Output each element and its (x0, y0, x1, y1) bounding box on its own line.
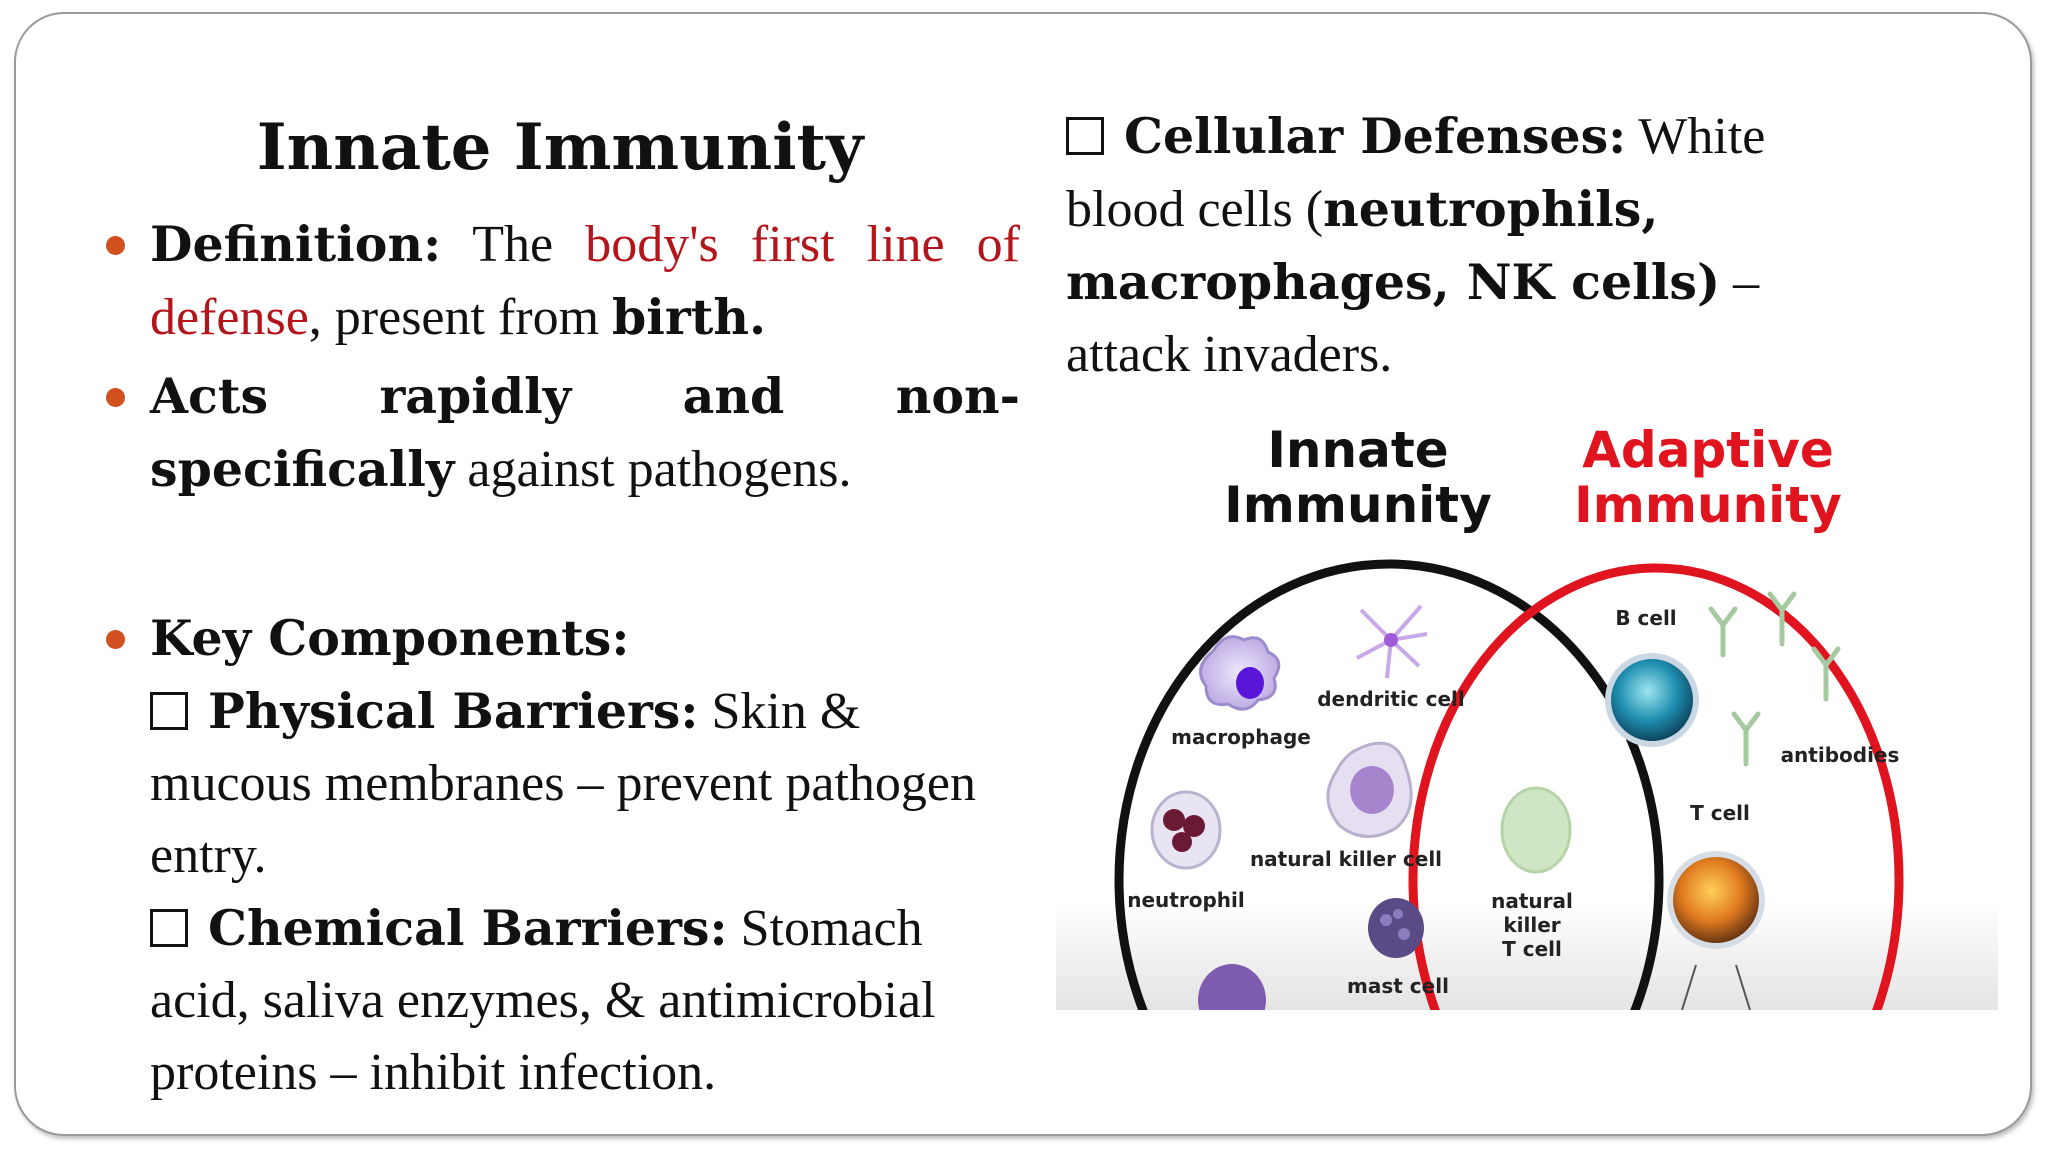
cellular-defenses: Cellular Defenses: White blood cells (ne… (1066, 100, 1896, 391)
innate-title-line2: Immunity (1224, 476, 1492, 534)
checkbox-icon (150, 909, 188, 947)
adaptive-circle (1408, 563, 1904, 1010)
bullet-dot (106, 630, 125, 649)
bullet-dot (106, 236, 125, 255)
cellular-text: White blood cells ( (1066, 108, 1766, 238)
venn-svg: Innate Immunity Adaptive Immunity macrop… (1056, 421, 1998, 1010)
adaptive-title-line2: Immunity (1574, 476, 1842, 534)
b-cell-icon (1605, 653, 1699, 747)
definition-text-2: , present from (308, 289, 613, 346)
definition-highlight: body's first line of defense (150, 216, 1020, 346)
slide-title: Innate Immunity (256, 110, 864, 185)
bullet-acts: Acts rapidly and non-specifically agains… (106, 360, 1020, 506)
nk-cell-label: natural killer cell (1250, 847, 1442, 871)
cellular-text-2: – attack invaders. (1066, 254, 1760, 383)
dendritic-cell-icon (1356, 604, 1428, 679)
partial-cell-icon (1198, 964, 1266, 1010)
bullet-definition: Definition: The body's first line of def… (106, 208, 1020, 354)
bullet-key-components: Key Components: Physical Barriers: Skin … (106, 602, 1020, 1109)
mast-cell-icon (1368, 898, 1424, 958)
t-cell-label: T cell (1690, 801, 1750, 825)
macrophage-icon (1199, 635, 1281, 711)
key-components-label: Key Components: (150, 609, 630, 667)
nkt-label-line2: killer (1503, 913, 1560, 937)
physical-label: Physical Barriers: (208, 682, 699, 740)
checkbox-icon (1066, 117, 1104, 155)
antibodies-icon (1708, 591, 1841, 767)
mast-cell-label: mast cell (1347, 974, 1449, 998)
immunity-venn-diagram: Innate Immunity Adaptive Immunity macrop… (1056, 400, 1998, 1010)
antibodies-label: antibodies (1781, 743, 1900, 767)
innate-circle (1114, 559, 1664, 1010)
dendritic-label: dendritic cell (1317, 687, 1465, 711)
chemical-label: Chemical Barriers: (208, 899, 728, 957)
neutrophil-icon (1150, 790, 1222, 870)
definition-label: Definition: (150, 215, 442, 273)
chemical-barriers: Chemical Barriers: Stomach acid, saliva … (150, 892, 1020, 1109)
nk-cell-icon (1326, 741, 1413, 838)
adaptive-title-line1: Adaptive (1582, 421, 1834, 479)
neutrophil-label: neutrophil (1127, 888, 1244, 912)
physical-text: Skin & mucous membranes – prevent pathog… (150, 683, 976, 884)
innate-title-line1: Innate (1267, 421, 1448, 479)
nkt-label-line1: natural (1491, 889, 1573, 913)
nkt-cell-icon (1500, 786, 1572, 874)
b-cell-label: B cell (1615, 606, 1676, 630)
physical-barriers: Physical Barriers: Skin & mucous membran… (150, 675, 1020, 892)
acts-text: against pathogens. (454, 441, 852, 498)
bullet-dot (106, 388, 125, 407)
macrophage-label: macrophage (1171, 725, 1311, 749)
definition-text: The (441, 216, 586, 273)
cellular-label: Cellular Defenses: (1124, 107, 1627, 165)
t-cell-stem (1681, 964, 1751, 1010)
chemical-text: Stomach acid, saliva enzymes, & antimicr… (150, 900, 936, 1101)
t-cell-icon (1667, 851, 1765, 949)
definition-birth: birth. (612, 288, 767, 346)
cellular-bold: neutrophils, macrophages, NK cells) (1066, 180, 1721, 311)
checkbox-icon (150, 692, 188, 730)
nkt-label-line3: T cell (1502, 937, 1562, 961)
acts-bold: Acts rapidly and non-specifically (150, 367, 1020, 498)
